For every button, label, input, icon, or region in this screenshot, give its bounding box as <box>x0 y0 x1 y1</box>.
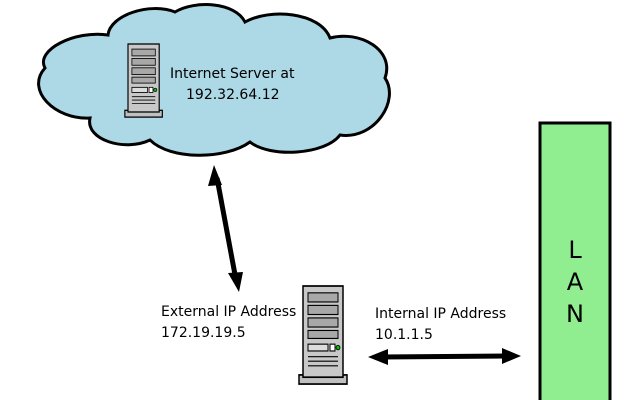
external-ip-label: External IP Address <box>161 304 297 320</box>
internet-server-address: 192.32.64.12 <box>186 87 280 103</box>
lan-bar <box>538 121 612 400</box>
double-arrow-icon <box>368 348 521 365</box>
double-arrow-icon <box>208 165 243 292</box>
lan-letter: A <box>566 268 584 296</box>
external-ip-address: 172.19.19.5 <box>161 325 246 341</box>
internal-ip-address: 10.1.1.5 <box>375 327 433 343</box>
lan-letter: N <box>566 300 584 328</box>
lan-letter: L <box>568 236 582 264</box>
internet-server-label: Internet Server at <box>170 66 295 82</box>
internet-server-icon <box>124 43 163 118</box>
internal-ip-label: Internal IP Address <box>375 306 507 322</box>
gateway-server-icon <box>298 285 348 385</box>
